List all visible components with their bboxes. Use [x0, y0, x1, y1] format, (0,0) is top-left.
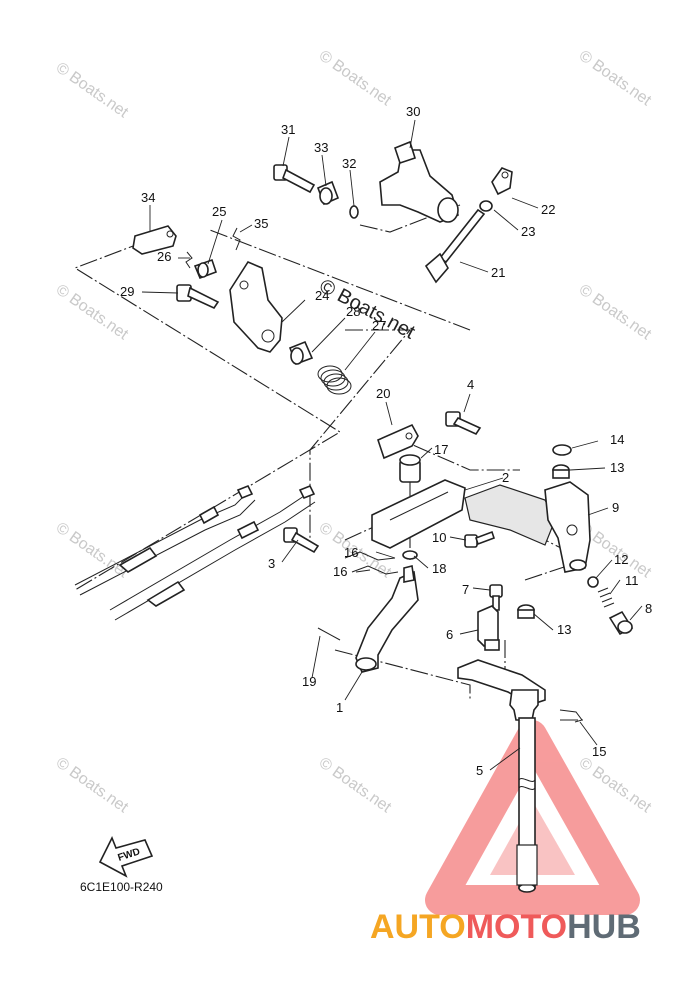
leader-lines — [141, 119, 643, 771]
part-22-joint — [491, 167, 513, 196]
part-14-washer — [552, 444, 572, 456]
automotohub-logo-text: AUTOMOTOHUB — [370, 908, 641, 946]
watermark: © Boats.net — [576, 281, 655, 343]
callout-1: 1 — [336, 700, 343, 715]
part-9-bracket — [544, 481, 591, 573]
callout-18: 18 — [432, 561, 446, 576]
part-33-collar — [316, 180, 340, 206]
callout-33: 33 — [314, 140, 328, 155]
part-24-lever — [229, 260, 283, 353]
callout-26: 26 — [157, 249, 171, 264]
part-12-ball — [587, 576, 599, 588]
part-28-collar — [288, 340, 314, 366]
part-34-cable-joint — [132, 225, 177, 255]
callout-16-lower: 16 — [333, 564, 347, 579]
watermark: © Boats.net — [316, 754, 395, 816]
callout-29: 29 — [120, 284, 134, 299]
callout-23: 23 — [521, 224, 535, 239]
part-18-washer — [402, 550, 418, 560]
part-17-collar — [399, 454, 421, 483]
callout-34: 34 — [141, 190, 155, 205]
callout-3: 3 — [268, 556, 275, 571]
callout-8: 8 — [645, 601, 652, 616]
part-13-collar-upper — [552, 464, 570, 479]
part-20-cable-end — [377, 423, 419, 460]
part-16-clip-upper — [344, 551, 396, 561]
watermark: © Boats.net — [576, 47, 655, 109]
callout-12: 12 — [614, 552, 628, 567]
part-32-washer — [349, 205, 359, 219]
part-15-clip — [559, 709, 583, 723]
callout-25: 25 — [212, 204, 226, 219]
callout-13-lower: 13 — [557, 622, 571, 637]
part-16-clip-lower — [351, 565, 399, 575]
part-5-shift-rod — [457, 659, 546, 893]
brand-auto: AUTO — [370, 908, 466, 946]
part-23-nut — [479, 200, 493, 212]
part-6-block — [477, 605, 500, 651]
part-13-collar-lower — [517, 604, 535, 619]
callout-21: 21 — [491, 265, 505, 280]
callout-20: 20 — [376, 386, 390, 401]
callout-14: 14 — [610, 432, 624, 447]
callout-32: 32 — [342, 156, 356, 171]
part-8-plunger — [608, 610, 634, 636]
fwd-arrow-icon: FWD — [98, 836, 154, 878]
watermark: © Boats.net — [53, 519, 132, 581]
callout-19: 19 — [302, 674, 316, 689]
callout-11: 11 — [625, 573, 639, 588]
part-10-bolt — [464, 530, 496, 548]
part-21-shift-rod — [424, 208, 486, 284]
callout-labels: 1 2 3 4 5 6 7 8 9 10 11 12 13 13 14 15 1… — [120, 104, 652, 778]
callout-27: 27 — [372, 318, 386, 333]
part-25-bushing — [193, 258, 218, 280]
diagram-code: 6C1E100-R240 — [80, 880, 163, 894]
part-29-bolt — [176, 284, 220, 310]
callout-4: 4 — [467, 377, 474, 392]
part-7-bolt — [489, 584, 503, 611]
brand-hub: HUB — [567, 908, 641, 946]
callout-15: 15 — [592, 744, 606, 759]
callout-10: 10 — [432, 530, 446, 545]
callout-16-upper: 16 — [344, 545, 358, 560]
watermark: © Boats.net — [316, 47, 395, 109]
callout-22: 22 — [541, 202, 555, 217]
callout-35: 35 — [254, 216, 268, 231]
callout-2: 2 — [502, 470, 509, 485]
part-26-clip — [185, 251, 193, 269]
callout-5: 5 — [476, 763, 483, 778]
callout-6: 6 — [446, 627, 453, 642]
part-2-bracket — [371, 479, 556, 549]
callout-28: 28 — [346, 304, 360, 319]
part-30-lever-bracket — [379, 140, 459, 223]
part-11-spring — [597, 587, 615, 608]
callout-24: 24 — [315, 288, 329, 303]
callout-31: 31 — [281, 122, 295, 137]
part-31-bolt — [273, 164, 316, 194]
remote-control-cables — [74, 484, 316, 621]
part-35-clip — [232, 227, 241, 251]
callout-30: 30 — [406, 104, 420, 119]
brand-moto: MOTO — [466, 908, 567, 946]
part-27-spring — [317, 365, 352, 395]
part-3-bolt — [283, 527, 320, 554]
callout-9: 9 — [612, 500, 619, 515]
part-4-bolt — [445, 411, 482, 436]
part-19-pin — [317, 627, 341, 641]
callout-13-upper: 13 — [610, 460, 624, 475]
svg-text:AUTOMOTOHUB: AUTOMOTOHUB — [370, 908, 641, 946]
callout-7: 7 — [462, 582, 469, 597]
watermark: © Boats.net — [53, 59, 132, 121]
part-1-shift-arm — [355, 565, 419, 673]
watermark: © Boats.net — [53, 754, 132, 816]
callout-17: 17 — [434, 442, 448, 457]
watermark-overlay: © Boats.net — [316, 275, 419, 344]
